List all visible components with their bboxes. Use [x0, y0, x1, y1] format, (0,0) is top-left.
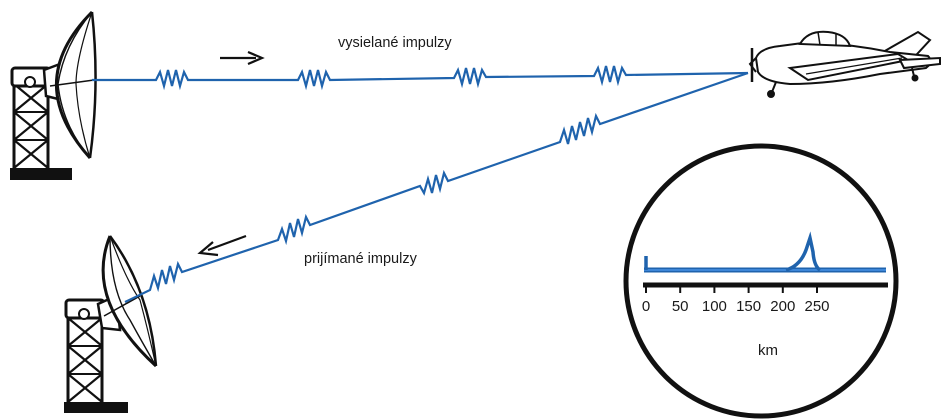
- echo-pulse: [785, 231, 822, 272]
- scope-tick-label: 100: [702, 298, 727, 315]
- scope-tick-label: 150: [736, 298, 761, 315]
- scope-tick-label: 250: [804, 298, 829, 315]
- transmit-arrow-icon: [220, 50, 265, 66]
- transmitted-signal: [92, 64, 749, 91]
- transmitted-pulses-label: vysielané impulzy: [338, 35, 452, 51]
- receive-arrow-icon: [197, 234, 247, 257]
- scope-tick-label: 0: [642, 298, 650, 315]
- scope-tick-label: 50: [672, 298, 689, 315]
- scope-bezel: [623, 143, 899, 419]
- radar-scope: 0 50 100 150 200 250 km: [623, 143, 899, 419]
- scope-tick-label: 200: [770, 298, 795, 315]
- scope-tick-labels: 0 50 100 150 200 250: [642, 285, 830, 315]
- airplane-icon: [748, 30, 941, 98]
- transmit-radar-icon: [10, 10, 97, 180]
- received-signal: [124, 71, 749, 303]
- receive-radar-icon: [64, 235, 158, 413]
- received-pulses-label: prijímané impulzy: [304, 251, 418, 267]
- distance-unit-label: km: [758, 342, 778, 359]
